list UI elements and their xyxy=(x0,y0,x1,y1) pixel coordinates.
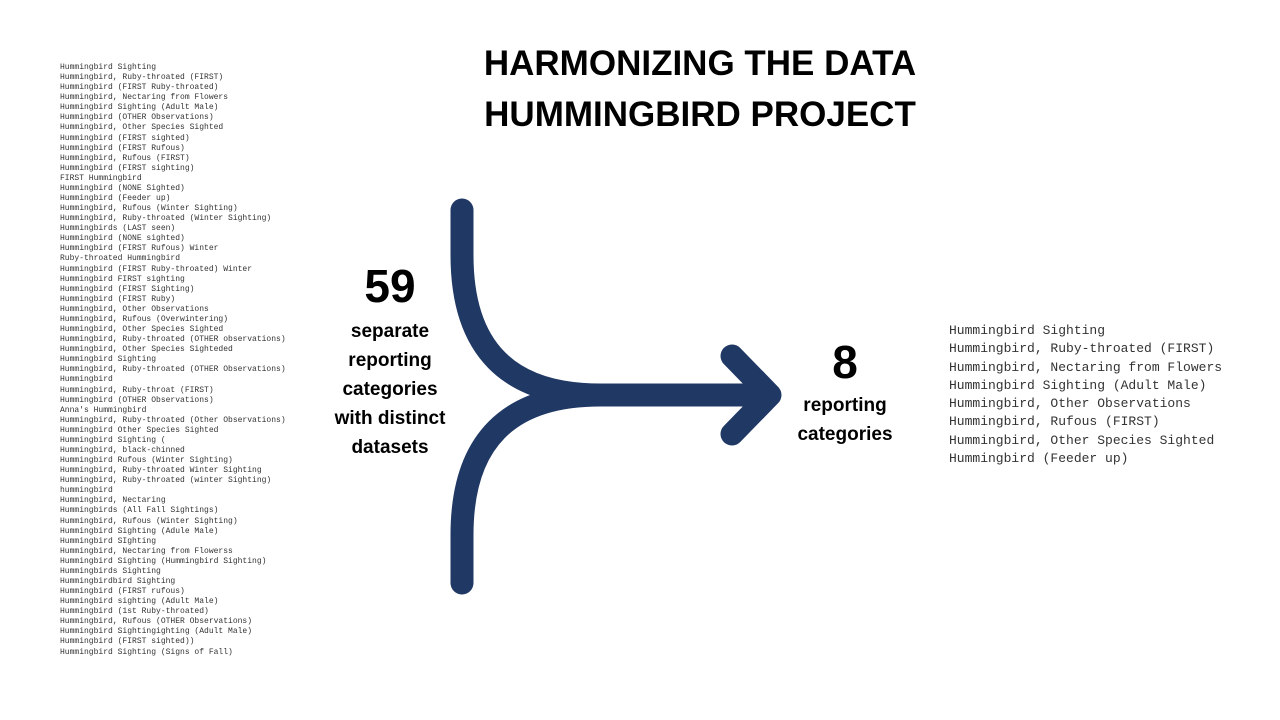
category-item: Hummingbird, Rufous (FIRST) xyxy=(60,153,190,163)
category-item: Hummingbird, black-chinned xyxy=(60,445,185,455)
category-item: Hummingbird FIRST sighting xyxy=(60,274,185,284)
category-item: Hummingbird sighting (Adult Male) xyxy=(60,597,219,607)
category-item: Hummingbird, Rufous (Winter Sighting) xyxy=(60,204,238,214)
category-item: Hummingbird, Ruby-throated Winter Sighti… xyxy=(60,466,262,476)
arrow-upper-branch xyxy=(450,198,612,407)
title-line-1: HARMONIZING THE DATA xyxy=(483,44,917,83)
before-description: separate reporting categories with distinct… xyxy=(310,317,470,462)
category-item: Hummingbird, Ruby-throated (OTHER observ… xyxy=(60,335,286,345)
category-item: Hummingbirds Sighting xyxy=(60,566,161,576)
arrow-lower-branch xyxy=(450,383,612,595)
category-item: Hummingbird Sighting (Hummingbird Sighti… xyxy=(60,556,267,566)
category-item: Hummingbird Sighting xyxy=(60,355,157,365)
category-item: Anna's Hummingbird xyxy=(60,405,147,415)
category-item: Hummingbird Other Species Sighted xyxy=(60,425,219,435)
category-item: Hummingbirds (All Fall Sightings) xyxy=(60,506,219,516)
category-item: Hummingbird (OTHER Observations) xyxy=(60,395,214,405)
category-item: Hummingbird, Ruby-throated (Other Observ… xyxy=(60,415,286,425)
category-item: Hummingbird Sighting xyxy=(949,323,1106,338)
category-item: Hummingbird, Ruby-throated (Winter Sight… xyxy=(60,214,272,224)
category-item: Hummingbird, Other Species Sighted xyxy=(949,432,1215,448)
description-line: categories xyxy=(342,379,438,400)
category-item: Hummingbird (OTHER Observations) xyxy=(60,113,214,123)
category-item: Hummingbird, Ruby-throated (FIRST) xyxy=(60,73,224,83)
description-line: datasets xyxy=(351,437,429,458)
category-item: Hummingbird, Rufous (FIRST) xyxy=(949,414,1160,430)
category-item: Hummingbirds (LAST seen) xyxy=(60,224,176,234)
category-item: Hummingbird (FIRST rufous) xyxy=(60,587,185,597)
category-item: Hummingbird, Nectaring from Flowers xyxy=(60,93,229,103)
category-item: Hummingbird Sighting (Adult Male) xyxy=(949,377,1207,393)
category-item: Hummingbird SIghting xyxy=(60,536,157,546)
category-item: Hummingbird xyxy=(60,375,113,385)
category-item: Hummingbird (FIRST Rufous) Winter xyxy=(60,244,219,254)
before-count: 59 xyxy=(364,260,416,312)
category-item: Hummingbird, Nectaring from Flowerss xyxy=(60,546,233,556)
category-item: Hummingbird (FIRST sighting) xyxy=(60,163,195,173)
description-line: with distinct xyxy=(334,408,446,429)
category-item: Hummingbird Sighting xyxy=(60,63,157,72)
category-item: Hummingbird, Other Observations xyxy=(949,396,1191,412)
category-item: Ruby-throated Hummingbird xyxy=(60,254,181,264)
description-line: categories xyxy=(797,424,893,445)
category-item: Hummingbird, Rufous (OTHER Observations) xyxy=(60,617,253,627)
description-line: reporting xyxy=(803,395,887,416)
category-item: Hummingbird, Nectaring from Flowers xyxy=(949,359,1223,375)
category-item: Hummingbird (1st Ruby-throated) xyxy=(60,607,209,617)
category-item: Hummingbird, Rufous (Winter Sighting) xyxy=(60,516,238,526)
after-description: reporting categories xyxy=(775,391,915,449)
description-line: separate xyxy=(350,321,430,342)
category-item: Hummingbird Sighting (Signs of Fall) xyxy=(60,647,233,657)
category-item: Hummingbird (FIRST Sighting) xyxy=(60,284,195,294)
category-item: hummingbird xyxy=(60,486,113,496)
category-item: Hummingbird Sighting (Adult Male) xyxy=(60,103,219,113)
category-item: Hummingbird (FIRST sighted) xyxy=(60,133,190,143)
category-item: Hummingbird Sighting ( xyxy=(60,435,166,445)
arrow-head xyxy=(720,344,782,446)
title-line-2: HUMMINGBIRD PROJECT xyxy=(484,95,916,134)
category-item: Hummingbird, Ruby-throated (OTHER Observ… xyxy=(60,365,286,375)
category-item: Hummingbird (FIRST Rufous) xyxy=(60,143,185,153)
category-item: Hummingbird Sightingighting (Adult Male) xyxy=(60,627,253,637)
category-item: Hummingbird, Other Species Sighteded xyxy=(60,345,233,355)
category-item: Hummingbird (Feeder up) xyxy=(949,451,1129,467)
category-item: Hummingbird (FIRST Ruby-throated) xyxy=(60,83,219,93)
category-item: Hummingbird Sighting (Adule Male) xyxy=(60,526,219,536)
category-item: FIRST Hummingbird xyxy=(60,173,142,183)
category-item: Hummingbird (FIRST Ruby) xyxy=(60,294,176,304)
category-item: Hummingbird, Ruby-throated (winter Sight… xyxy=(60,476,272,486)
category-item: Hummingbird (NONE Sighted) xyxy=(60,183,185,193)
category-item: Hummingbird (FIRST Ruby-throated) Winter xyxy=(60,264,253,274)
category-item: Hummingbird, Other Observations xyxy=(60,304,209,314)
category-item: Hummingbird, Nectaring xyxy=(60,496,166,506)
category-item: Hummingbird, Rufous (Overwintering) xyxy=(60,314,229,324)
category-item: Hummingbird, Other Species Sighted xyxy=(60,123,224,133)
category-item: Hummingbird (FIRST sighted)) xyxy=(60,637,195,647)
category-item: Hummingbird, Ruby-throat (FIRST) xyxy=(60,385,214,395)
category-item: Hummingbirdbird Sighting xyxy=(60,576,176,586)
description-line: reporting xyxy=(348,350,432,371)
slide-title: HARMONIZING THE DATA HUMMINGBIRD PROJECT xyxy=(430,38,970,140)
after-count: 8 xyxy=(832,336,858,388)
category-item: Hummingbird (Feeder up) xyxy=(60,194,171,204)
category-item: Hummingbird Rufous (Winter Sighting) xyxy=(60,456,233,466)
category-item: Hummingbird, Ruby-throated (FIRST) xyxy=(949,341,1215,357)
category-item: Hummingbird, Other Species Sighted xyxy=(60,325,224,335)
category-item: Hummingbird (NONE sighted) xyxy=(60,234,185,244)
